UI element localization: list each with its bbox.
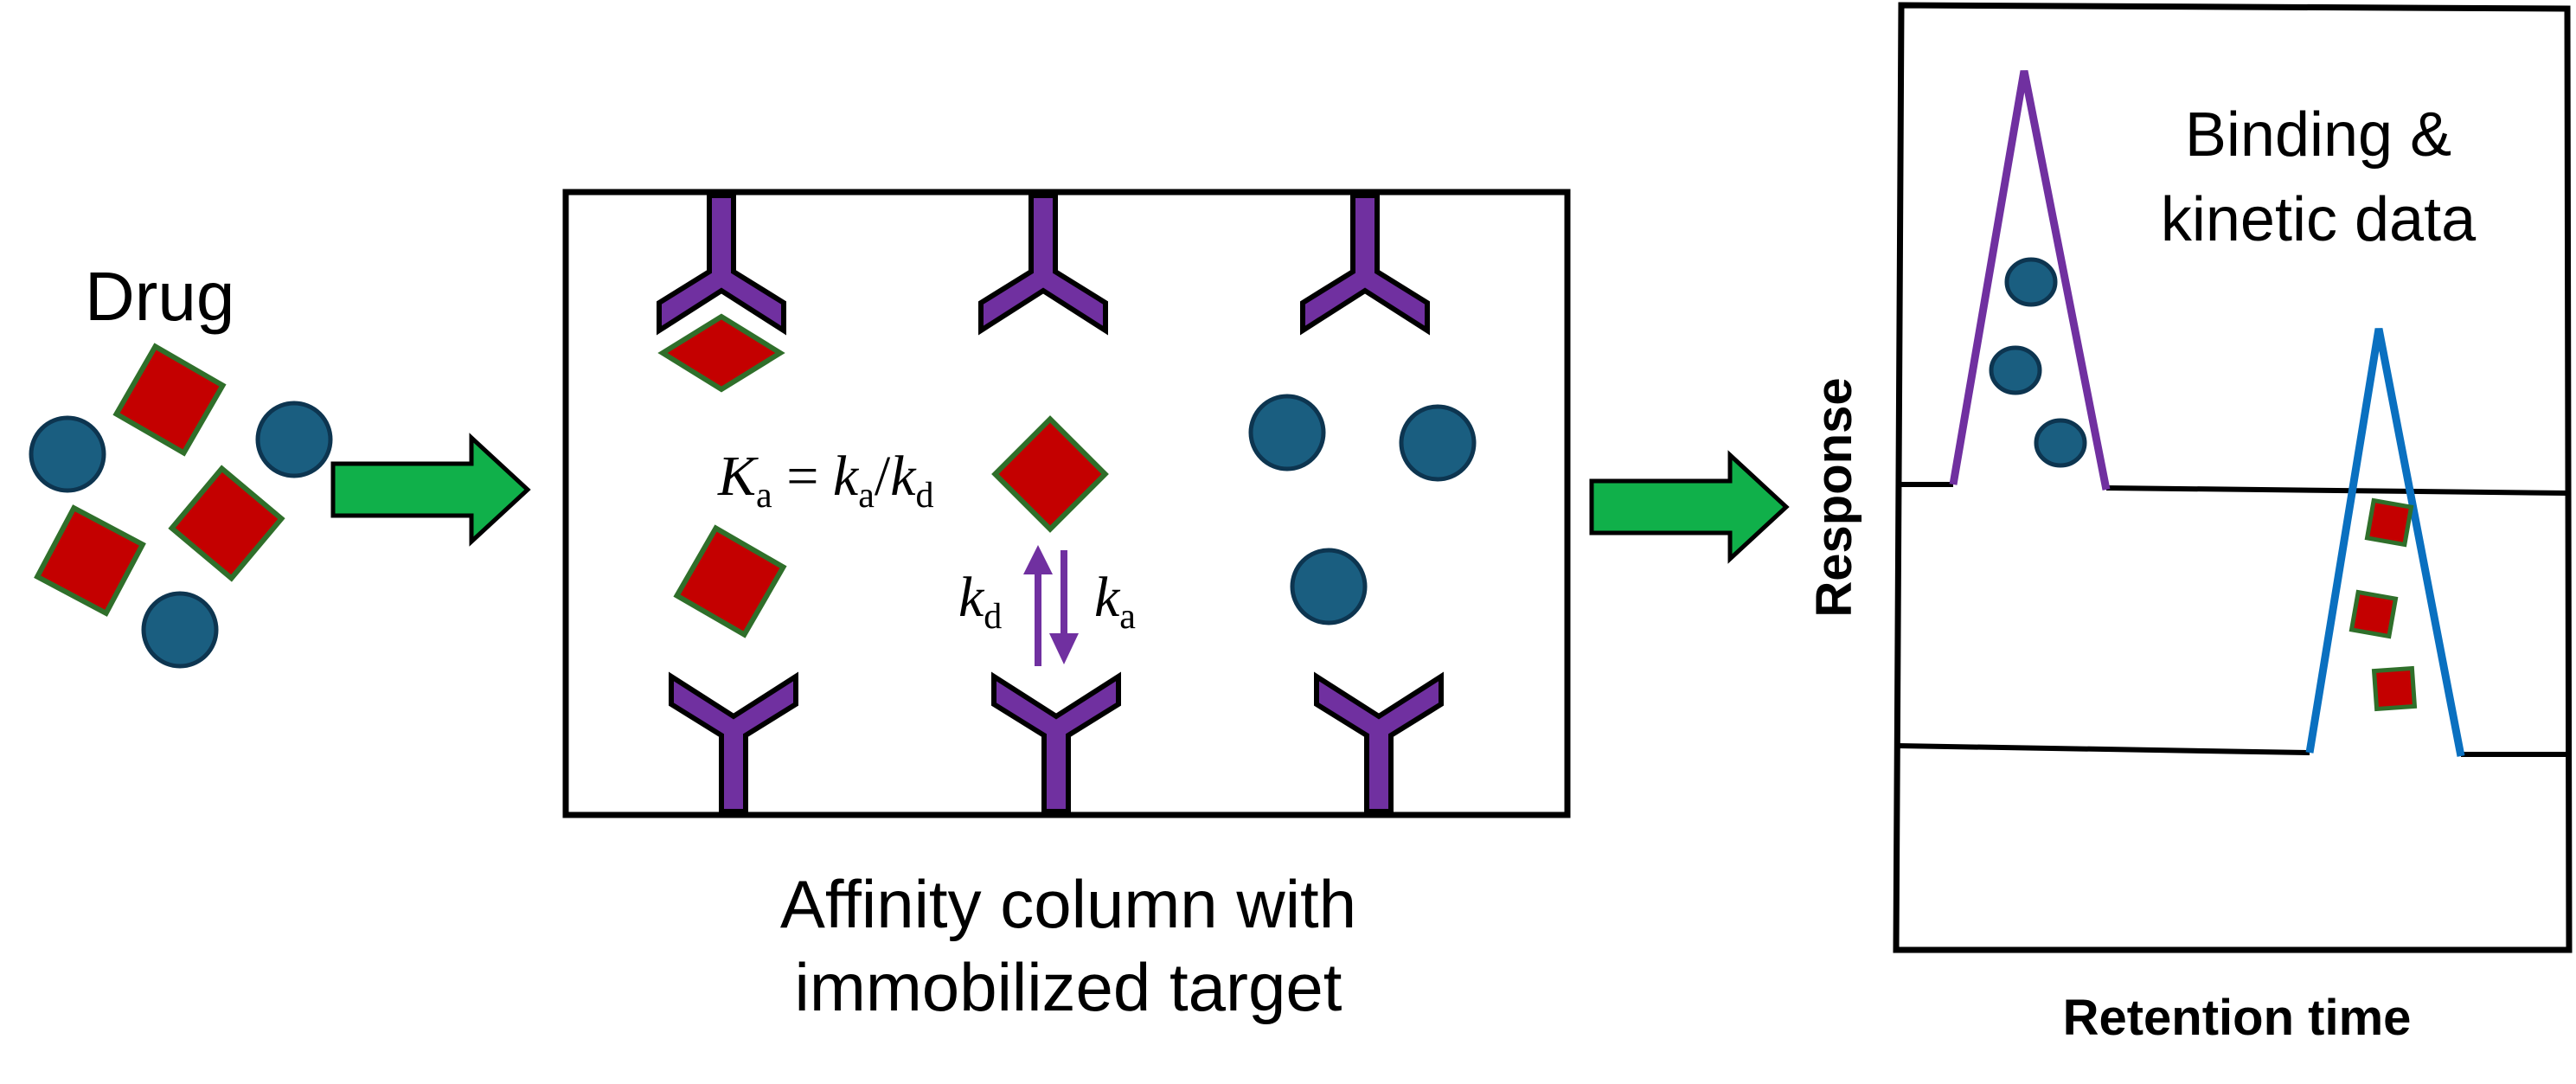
peak-1-circles xyxy=(1989,257,2087,468)
receptor-top-1 xyxy=(659,196,784,330)
bound-drug-diamond xyxy=(657,313,785,393)
drug-label: Drug xyxy=(85,258,234,335)
column-diamond-1 xyxy=(995,419,1105,529)
column-diamond-2 xyxy=(677,529,784,635)
receptor-bottom-1 xyxy=(671,677,796,811)
receptor-bottom-2 xyxy=(994,677,1118,811)
equilibrium-arrows xyxy=(1023,545,1079,666)
receptor-bottom-3 xyxy=(1317,677,1441,811)
drug-circle-1 xyxy=(31,418,104,491)
column-circle-2 xyxy=(1401,407,1474,479)
column-caption-line2: immobilized target xyxy=(795,949,1342,1025)
affinity-column: Ka = ka/kd kd ka xyxy=(562,189,1571,818)
process-arrow-2 xyxy=(1592,455,1786,559)
association-rate-label: ka xyxy=(1094,566,1136,637)
result-caption-line1: Binding & xyxy=(2185,100,2451,170)
y-axis-label: Response xyxy=(1806,377,1862,617)
dissociation-rate-label: kd xyxy=(958,566,1002,637)
column-caption-line1: Affinity column with xyxy=(780,866,1356,942)
peak-2-squares xyxy=(2352,501,2415,709)
receptor-top-2 xyxy=(981,196,1105,330)
drug-diamond-1 xyxy=(117,347,223,453)
chromatogram-frame xyxy=(1893,2,2573,953)
baseline-upper xyxy=(1898,482,2570,496)
peak-1 xyxy=(1949,70,2111,491)
x-axis-label: Retention time xyxy=(2063,990,2412,1046)
drug-circle-3 xyxy=(144,593,216,666)
receptor-top-3 xyxy=(1303,196,1427,330)
chromatogram: Response Retention time Binding & kineti… xyxy=(1806,2,2573,1046)
result-caption-line2: kinetic data xyxy=(2161,185,2477,254)
drug-diamond-3 xyxy=(37,508,143,613)
drug-circle-2 xyxy=(258,403,330,476)
drug-group: Drug xyxy=(31,258,330,666)
peak-2 xyxy=(2305,328,2465,757)
drug-diamond-2 xyxy=(172,469,282,579)
baseline-lower xyxy=(1897,743,2569,757)
column-circle-3 xyxy=(1292,550,1365,623)
column-circle-1 xyxy=(1251,396,1323,469)
process-arrow-1 xyxy=(333,438,528,542)
column-frame xyxy=(562,189,1571,818)
equilibrium-equation: Ka = ka/kd xyxy=(717,445,934,516)
